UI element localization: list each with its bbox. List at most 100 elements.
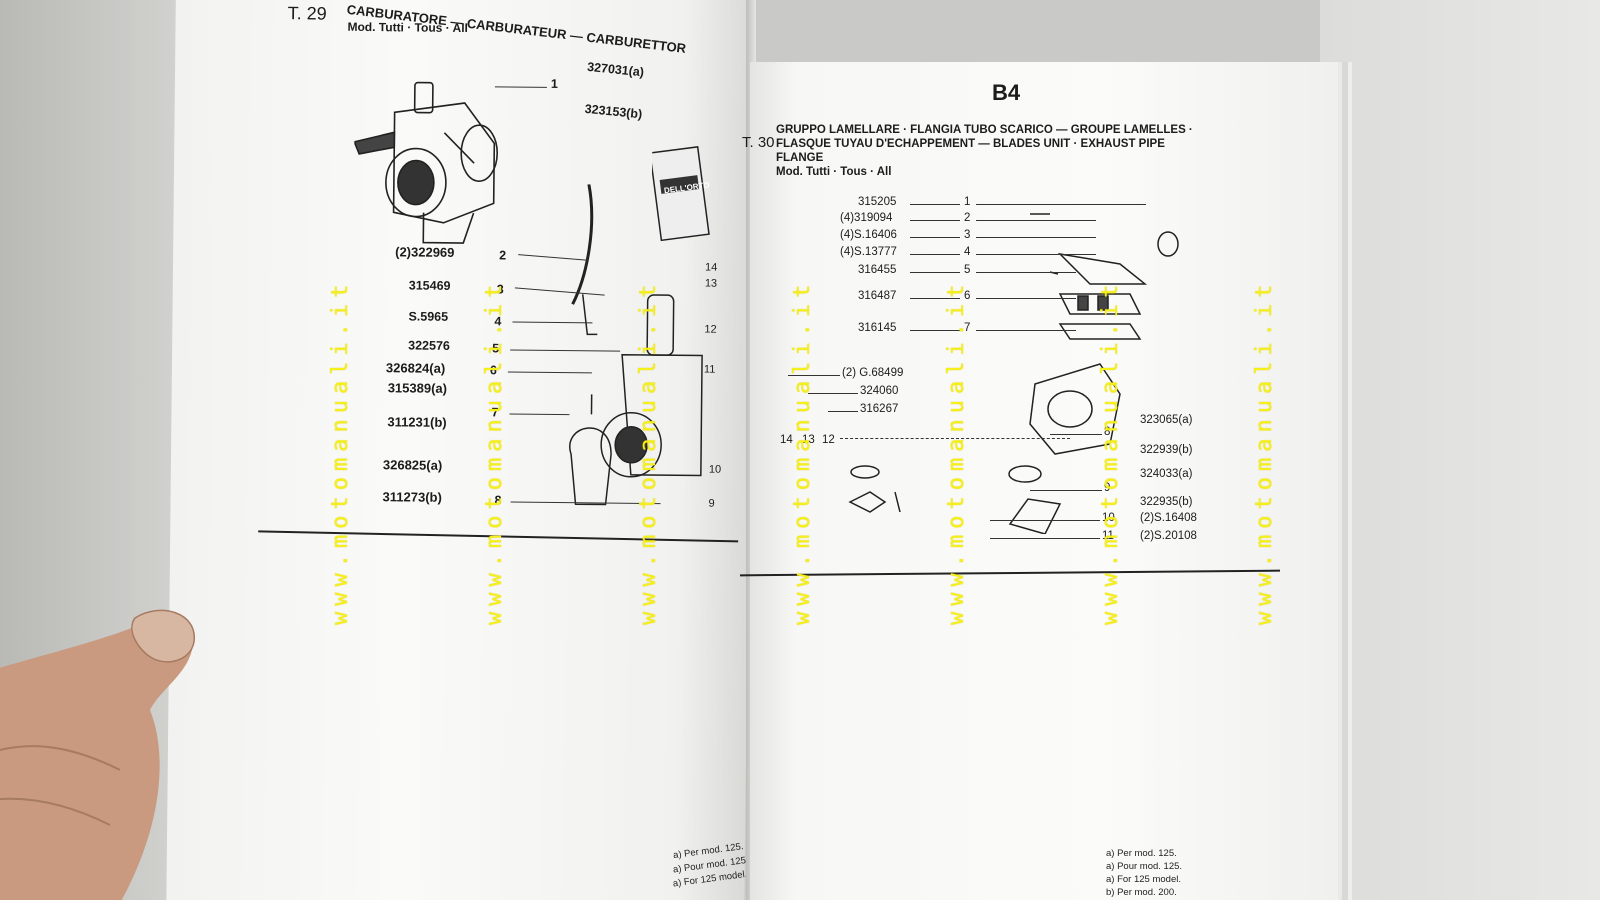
part-code-326824: 326824(a) [385,360,446,376]
right-ref-4: 4 [964,246,971,258]
right-section-mark: B4 [992,80,1021,105]
table-background-right [1320,0,1600,900]
right-code-316145: 316145 [858,322,897,334]
right-leader-8 [1050,434,1102,435]
right-leader-9 [1030,490,1102,491]
right-code-322939: 322939(b) [1140,444,1193,456]
fuel-hose-drawing [571,184,594,305]
watermark-6: www.motomanuali.it [1098,278,1123,625]
right-code-319094: (4)319094 [840,212,893,224]
right-footnote-3: a) For 125 model. [1106,874,1181,885]
right-leader-5a [910,272,960,273]
part-code-311273: 311273(b) [382,489,442,505]
right-code-s16408: (2)S.16408 [1140,512,1197,524]
right-title-line-2: FLASQUE TUYAU D'ECHAPPEMENT — BLADES UNI… [776,138,1165,150]
part-code-315389: 315389(a) [387,380,448,396]
left-page-models: Mod. Tutti · Tous · All [347,19,469,36]
right-leader-3a [910,237,960,238]
right-ref-3: 3 [964,229,971,241]
right-leader-7b [976,330,1076,331]
part-ref-1: 1 [550,76,558,92]
right-leader-7a [910,330,960,331]
right-ref-12: 12 [822,434,835,446]
watermark-7: www.motomanuali.it [1252,278,1277,625]
part-code-322969: (2)322969 [395,244,455,260]
right-leader-6a [910,298,960,299]
right-ref-5: 5 [964,264,971,276]
right-leader-2a [910,220,960,221]
right-code-315205: 315205 [858,196,897,208]
right-leader-14 [788,375,840,376]
part-code-323153: 323153(b) [584,101,643,122]
carburetor-exploded-drawing [569,294,703,506]
part-code-327031: 327031(a) [586,59,645,80]
carburetor-drawing [353,81,499,244]
side-ref-12: 12 [704,323,717,336]
leader-line-6 [507,371,592,374]
right-ref-13: 13 [802,434,815,446]
right-leader-1a [910,204,960,205]
right-ref-1: 1 [964,196,971,208]
right-leader-10 [990,520,1100,521]
right-leader-13 [808,393,858,394]
right-code-s13777: (4)S.13777 [840,246,897,258]
right-ref-6: 6 [964,290,971,302]
part-code-311231: 311231(b) [387,414,447,430]
right-code-324033: 324033(a) [1140,468,1193,480]
part-code-s5965: S.5965 [408,309,449,324]
right-code-g68499: (2) G.68499 [842,367,904,379]
right-leader-6b [976,298,1076,299]
right-leader-4a [910,254,960,255]
right-code-316455: 316455 [858,264,897,276]
right-title-line-1: GRUPPO LAMELLARE · FLANGIA TUBO SCARICO … [776,124,1193,136]
right-code-323065: 323065(a) [1140,414,1193,426]
right-page-rule [740,569,1280,577]
right-page: B4 T. 30 GRUPPO LAMELLARE · FLANGIA TUBO… [740,62,1342,900]
right-code-322935: 322935(b) [1140,496,1193,508]
right-code-316487: 316487 [858,290,897,302]
left-table-number: T. 29 [287,3,327,24]
right-code-s16406: (4)S.16406 [840,229,897,241]
left-page: T. 29 CARBURATORE — CARBURATEUR — CARBUR… [166,0,754,900]
right-code-324060: 324060 [860,385,899,397]
side-ref-9: 9 [708,497,715,510]
right-code-316267: 316267 [860,403,899,415]
right-leader-12 [828,411,858,412]
right-leader-2b [976,220,1096,221]
watermark-5: www.motomanuali.it [944,278,969,625]
right-footnote-2: a) Pour mod. 125. [1106,861,1183,872]
right-ref-10: 10 [1102,512,1115,524]
right-ref-9: 9 [1104,482,1111,494]
right-ref-2: 2 [964,212,971,224]
right-ref-11: 11 [1102,530,1114,542]
side-ref-14: 14 [704,261,718,274]
kit-package-drawing [651,146,710,242]
leader-line-7 [509,413,570,416]
right-footnote-1: a) Per mod. 125. [1106,848,1177,859]
flange-small-drawing [848,465,901,513]
right-leader-11 [990,538,1100,539]
watermark-4: www.motomanuali.it [790,278,815,625]
part-code-315469: 315469 [408,278,451,293]
watermark-3: www.motomanuali.it [636,278,661,625]
right-ref-7: 7 [964,322,971,334]
right-leader-5b [976,272,1076,273]
right-table-number: T. 30 [742,134,775,151]
right-ref-14: 14 [780,434,793,446]
right-page-models: Mod. Tutti · Tous · All [776,166,892,178]
part-code-326825: 326825(a) [382,457,443,473]
side-ref-13: 13 [704,277,718,290]
watermark-1: www.motomanuali.it [328,278,353,625]
reed-valve-drawing [1008,213,1179,534]
side-ref-11: 11 [703,363,716,376]
part-code-322576: 322576 [408,338,450,353]
right-leader-1b [976,204,1146,205]
right-code-s20108: (2)S.20108 [1140,530,1197,542]
right-dashed-axis [840,438,1070,439]
watermark-2: www.motomanuali.it [482,278,507,625]
side-ref-10: 10 [708,463,722,476]
right-ref-8: 8 [1104,426,1111,438]
right-footnote-4: b) Per mod. 200. [1106,887,1177,898]
hand-holding-book [0,609,195,900]
